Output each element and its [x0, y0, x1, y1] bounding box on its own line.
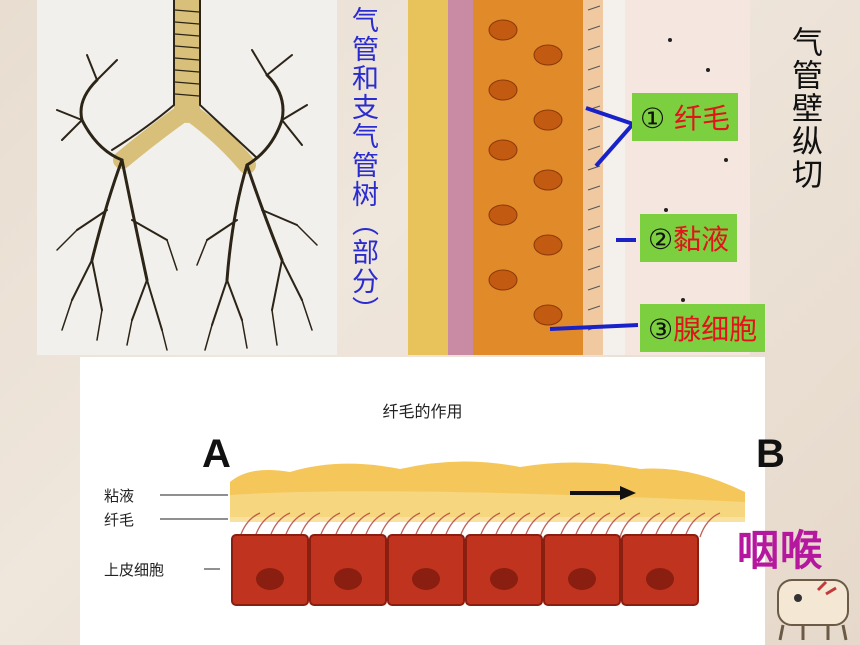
cilia-side-label: 纤毛	[104, 511, 135, 529]
cilia-function-drawing	[160, 461, 745, 606]
mucus-side-label: 粘液	[104, 487, 135, 505]
tracheal-wall-drawing	[408, 0, 750, 355]
label-cilia: ① 纤毛	[632, 93, 739, 141]
flow-arrow	[570, 486, 636, 500]
label-cilia-number: ①	[640, 102, 666, 135]
letter-a: A	[202, 432, 231, 476]
label-mucus-text: 黏液	[673, 223, 730, 256]
decorative-animal-illustration	[777, 579, 849, 641]
label-cilia-text: 纤毛	[674, 102, 731, 135]
label-mucus: ②黏液	[640, 214, 738, 262]
letter-b: B	[756, 432, 785, 476]
label-gland-number: ③	[648, 313, 674, 346]
epithelium-side-label: 上皮细胞	[104, 561, 165, 579]
label-gland: ③腺细胞	[640, 304, 766, 352]
epithelial-cells	[231, 534, 699, 606]
throat-label: 咽喉	[737, 526, 824, 575]
bronchial-tree-image	[37, 0, 337, 355]
tree-caption: 气管和支气管树（部分）	[347, 6, 378, 325]
bronchial-tree-drawing	[56, 0, 318, 351]
tracheal-wall-image	[408, 0, 750, 355]
label-mucus-number: ②	[648, 223, 674, 256]
cilia-function-figure: 纤毛的作用	[80, 357, 765, 645]
wall-caption: 气管壁纵切	[786, 26, 822, 191]
label-gland-text: 腺细胞	[673, 313, 758, 346]
cilia-figure-title: 纤毛的作用	[382, 402, 463, 421]
